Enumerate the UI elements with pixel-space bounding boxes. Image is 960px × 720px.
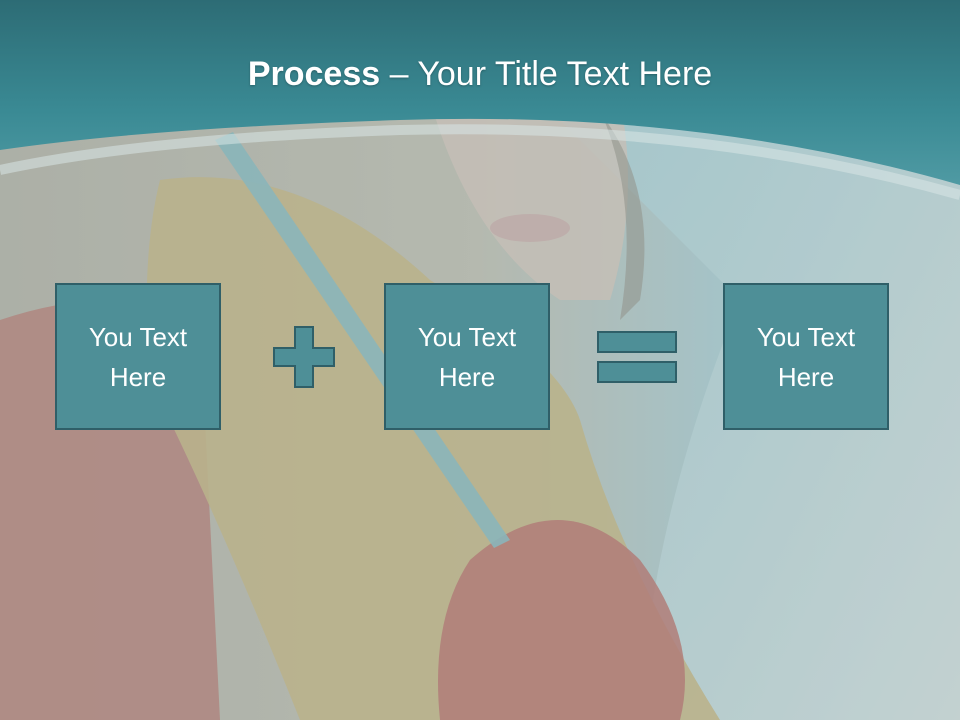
process-box-3[interactable]: You Text Here [723, 283, 889, 430]
process-box-label: You Text Here [88, 321, 188, 392]
title-bold-text: Process [247, 55, 381, 93]
process-box-label: You Text Here [417, 321, 517, 392]
plus-icon [273, 326, 335, 388]
equals-icon [597, 331, 677, 383]
process-box-2[interactable]: You Text Here [384, 283, 550, 430]
title-rest-text: Your Title Text Here [417, 55, 713, 93]
process-box-1[interactable]: You Text Here [55, 283, 221, 430]
title-dash: – [380, 55, 418, 93]
process-box-label: You Text Here [756, 321, 856, 392]
slide-title: Process – Your Title Text Here [0, 52, 960, 96]
